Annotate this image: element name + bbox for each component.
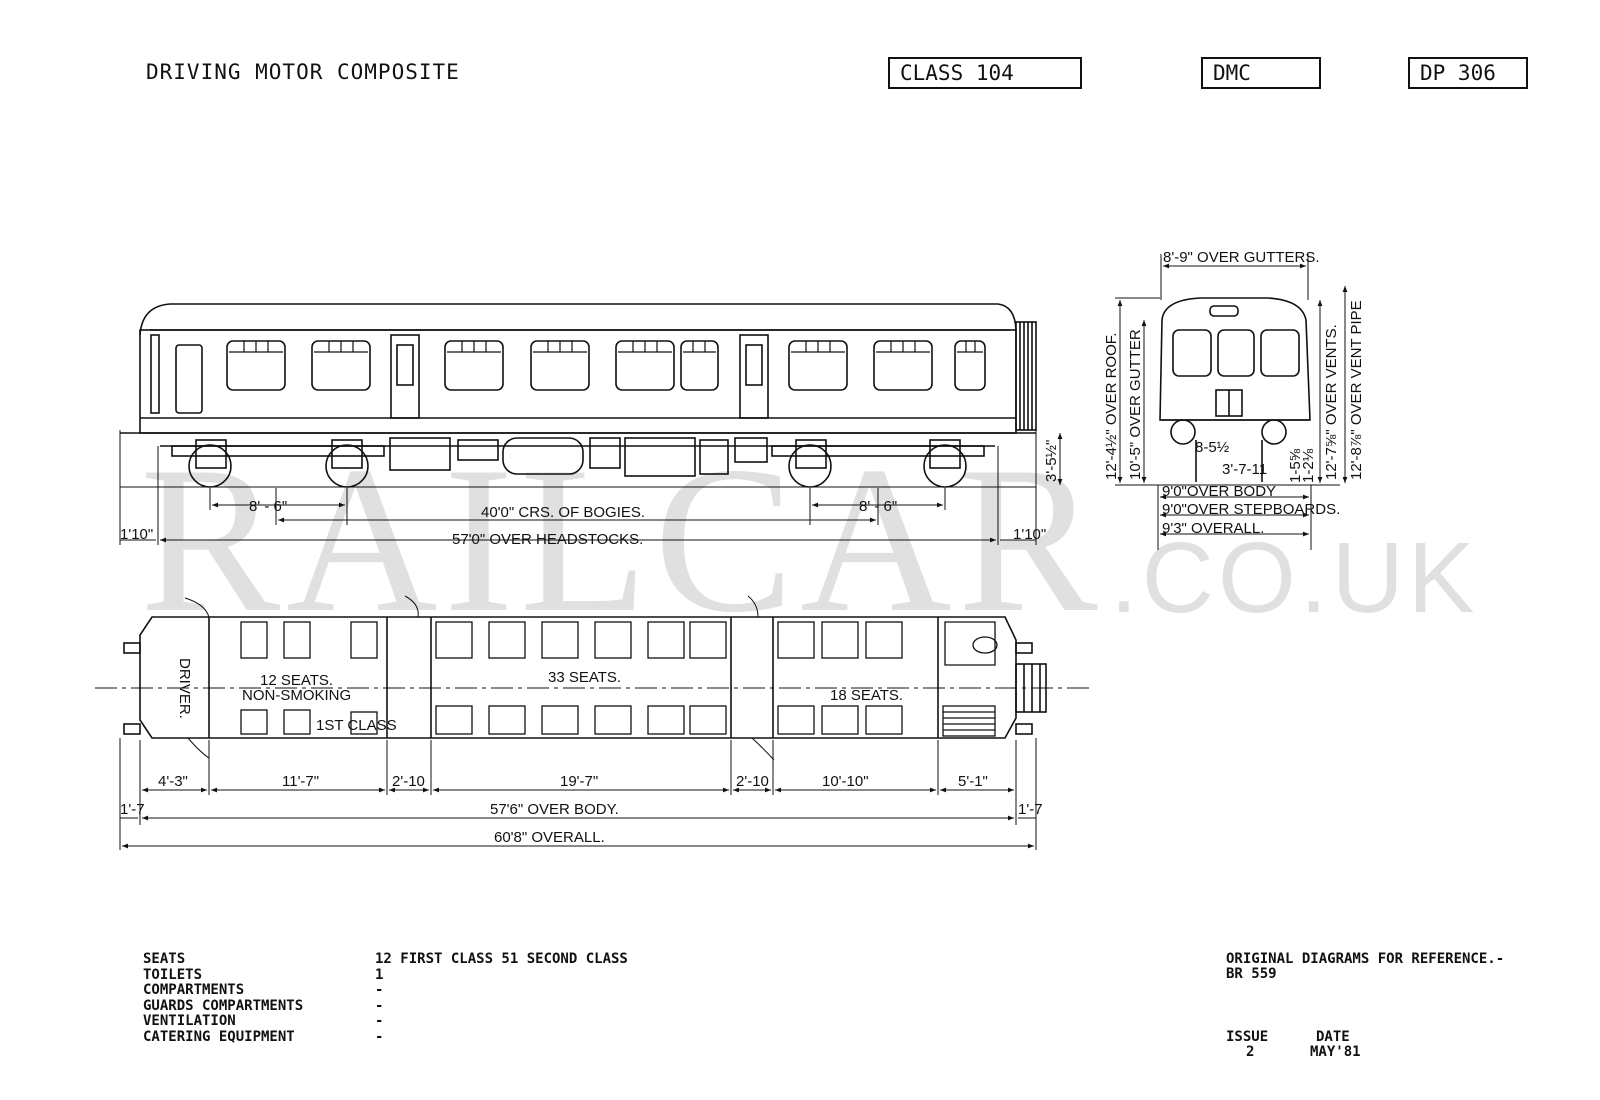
side-dimensions [119, 430, 1063, 545]
plan-end-left: 1'-7 [120, 801, 145, 818]
spec-value: 1 [375, 966, 384, 983]
over-gutters-label: 8'-9" OVER GUTTERS. [1163, 249, 1320, 266]
end-overall-label: 9'3" OVERALL. [1162, 520, 1264, 537]
class-box: CLASS 104 [888, 57, 1082, 89]
plan-over-body-label: 57'6" OVER BODY. [490, 801, 619, 818]
bogie-wheelbase-right-label: 8' - 6" [859, 498, 897, 515]
buffer-centres-label: 8-5½ [1195, 439, 1230, 456]
end-over-body-label: 9'0"OVER BODY [1162, 483, 1276, 500]
spec-label: COMPARTMENTS [143, 982, 245, 998]
plan-end-right: 1'-7 [1018, 801, 1043, 818]
rail-to-floor-label: 3'-5½" [1043, 440, 1060, 482]
end-elevation [1159, 297, 1311, 482]
specification-list: SEATS 12 FIRST CLASS 51 SECOND CLASS TOIL… [143, 951, 628, 1046]
small-dim-a-label: 1-5⅝ [1287, 448, 1304, 483]
type-box: DMC [1201, 57, 1321, 89]
plan-seg-1: 4'-3" [158, 773, 188, 790]
plan-seg-7: 5'-1" [958, 773, 988, 790]
second-class-seats-b-label: 18 SEATS. [830, 687, 903, 704]
first-class-seats-label: 12 SEATS. [260, 672, 333, 689]
spec-row: TOILETS 1 [143, 966, 628, 984]
over-headstocks-label: 57'0" OVER HEADSTOCKS. [452, 531, 643, 548]
plan-seg-2: 11'-7" [282, 773, 319, 790]
over-gutter-label: 10'-5" OVER GUTTER [1127, 329, 1144, 480]
end-overhang-left-label: 1'10" [120, 526, 153, 543]
bogie-wheelbase-left-label: 8' - 6" [249, 498, 287, 515]
side-elevation [120, 303, 1037, 488]
plan-seg-4: 19'-7" [560, 773, 598, 790]
spec-row: VENTILATION - [143, 1013, 628, 1030]
reference-line-1: ORIGINAL DIAGRAMS FOR REFERENCE.- [1226, 951, 1505, 967]
spec-row: CATERING EQUIPMENT - [143, 1028, 628, 1046]
spec-row: GUARDS COMPARTMENTS - [143, 997, 628, 1015]
plan-seg-5: 2'-10 [736, 773, 769, 790]
buffer-height-label: 3'-7-11 [1222, 461, 1267, 478]
second-class-seats-a-label: 33 SEATS. [548, 669, 621, 686]
spec-row: SEATS 12 FIRST CLASS 51 SECOND CLASS [143, 951, 628, 968]
over-vents-label: 12'-7⅝" OVER VENTS. [1323, 324, 1340, 480]
spec-value: - [375, 1013, 384, 1029]
watermark-suffix: .CO.UK [1110, 522, 1478, 634]
date-label: DATE [1316, 1029, 1350, 1045]
spec-value: - [375, 982, 384, 998]
spec-value: - [375, 997, 384, 1014]
plan-dimensions [119, 738, 1037, 850]
spec-value: 12 FIRST CLASS 51 SECOND CLASS [375, 951, 628, 967]
issue-value: 2 [1246, 1044, 1255, 1060]
bogie-centres-label: 40'0" CRS. OF BOGIES. [481, 504, 645, 521]
end-overhang-right-label: 1'10" [1013, 526, 1046, 543]
non-smoking-label: NON-SMOKING [242, 687, 351, 704]
spec-label: GUARDS COMPARTMENTS [143, 997, 304, 1014]
diagram-number-box: DP 306 [1408, 57, 1528, 89]
end-dimensions [1115, 254, 1348, 550]
spec-label: TOILETS [143, 966, 203, 983]
plan-view [95, 595, 1090, 761]
end-over-stepboards-label: 9'0"OVER STEPBOARDS. [1162, 501, 1340, 518]
reference-line-2: BR 559 [1226, 966, 1277, 982]
issue-block: ISSUE 2 [1226, 1030, 1268, 1060]
spec-label: VENTILATION [143, 1013, 236, 1029]
plan-seg-3: 2'-10 [392, 773, 425, 790]
issue-label: ISSUE [1226, 1029, 1269, 1045]
small-dim-b-label: 1-2⅛ [1300, 448, 1317, 483]
driver-label: DRIVER. [176, 658, 193, 719]
over-vent-pipe-label: 12'-8⅞" OVER VENT PIPE [1348, 300, 1365, 480]
reference-note: ORIGINAL DIAGRAMS FOR REFERENCE.- BR 559 [1226, 952, 1504, 982]
spec-label: SEATS [143, 951, 186, 967]
plan-seg-6: 10'-10" [822, 773, 869, 790]
plan-overall-label: 60'8" OVERALL. [494, 829, 605, 846]
date-block: DATE MAY'81 [1310, 1030, 1361, 1060]
over-roof-label: 12'-4½" OVER ROOF. [1103, 333, 1120, 480]
drawing-title: DRIVING MOTOR COMPOSITE [146, 60, 460, 84]
first-class-label: 1ST CLASS [316, 717, 397, 734]
date-value: MAY'81 [1310, 1044, 1361, 1060]
spec-label: CATERING EQUIPMENT [143, 1028, 295, 1045]
spec-row: COMPARTMENTS - [143, 982, 628, 999]
spec-value: - [375, 1028, 384, 1045]
